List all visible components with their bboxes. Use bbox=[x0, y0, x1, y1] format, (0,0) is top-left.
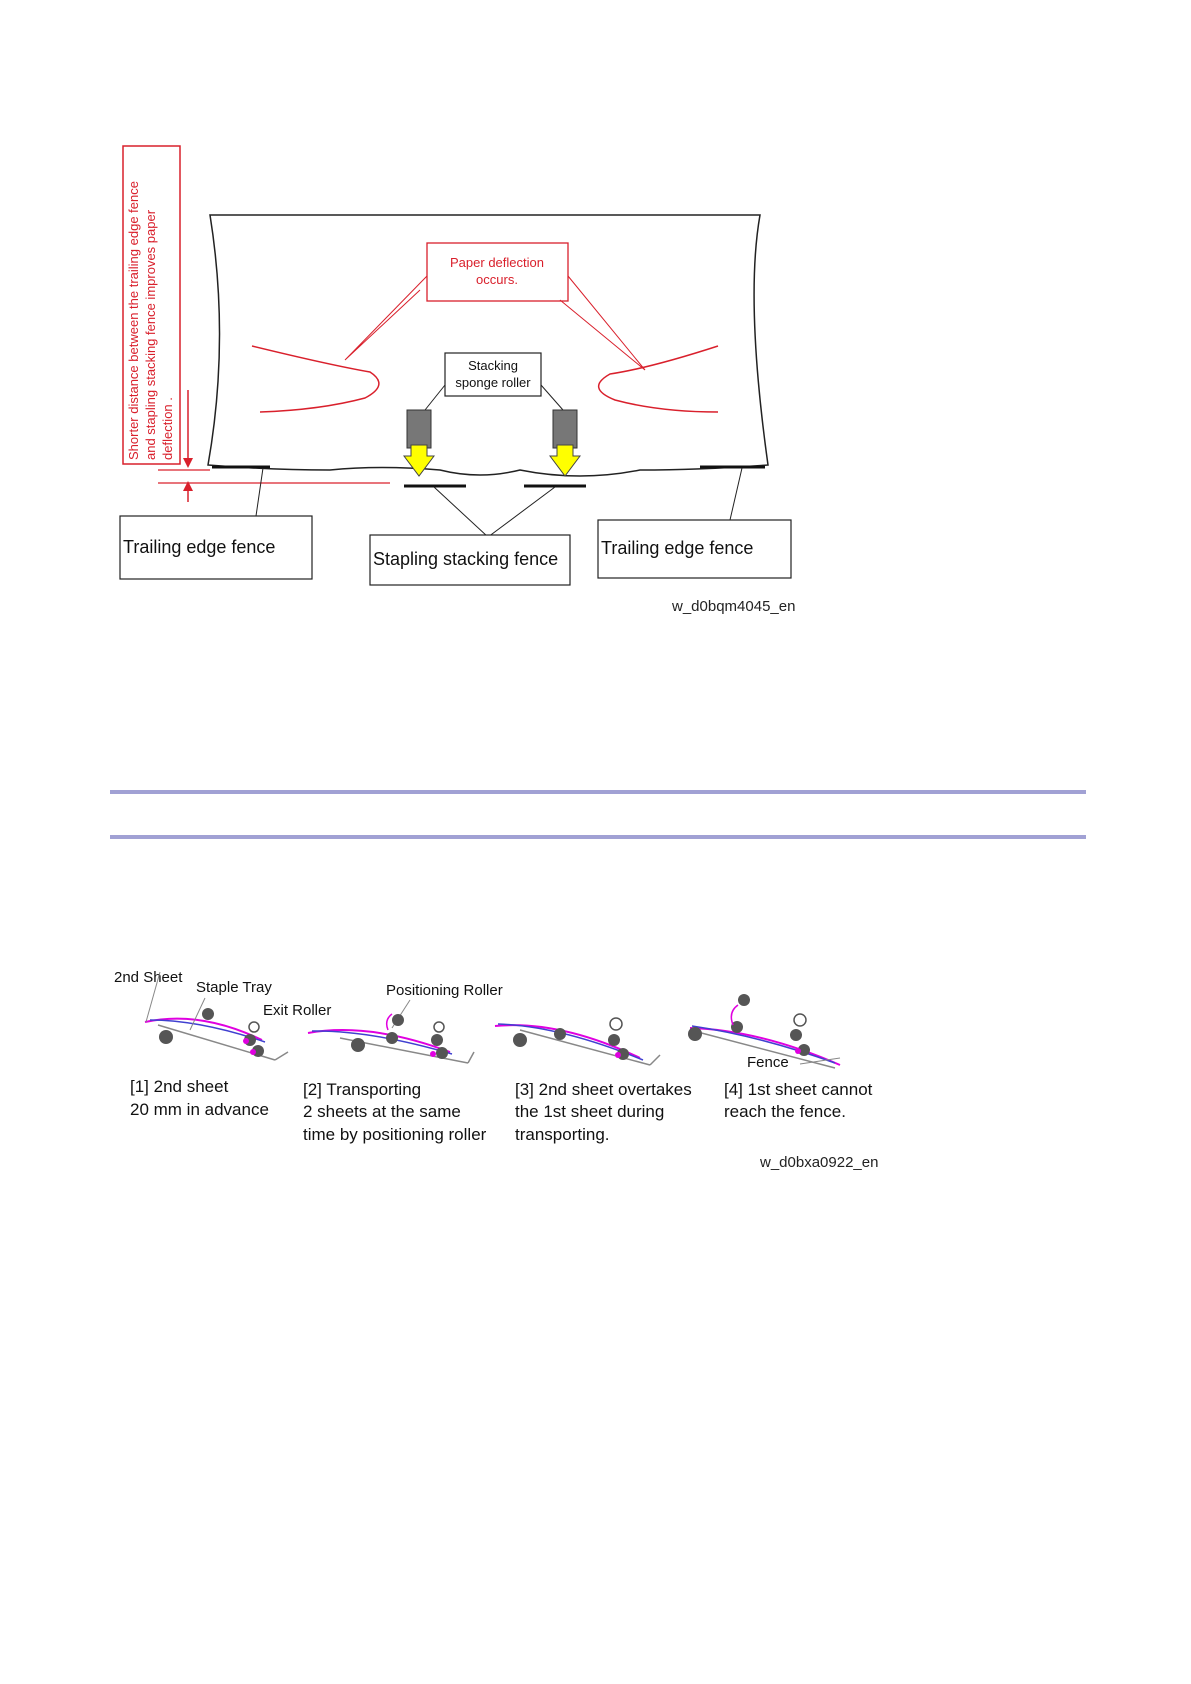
deflection-label-box bbox=[426, 242, 569, 302]
vertical-note-line-2: and stapling stacking fence improves pap… bbox=[143, 209, 158, 460]
stage-4-illustration bbox=[688, 994, 841, 1069]
roller-icon bbox=[248, 1021, 260, 1033]
left-deflection-curve bbox=[251, 345, 380, 413]
center-fence-label-box bbox=[369, 534, 571, 586]
roller-icon bbox=[554, 1028, 566, 1040]
paper-deflection-diagram: Shorter distance between the trailing ed… bbox=[119, 145, 795, 615]
step-3-line-3: transporting. bbox=[515, 1125, 610, 1144]
left-fence-pointer bbox=[255, 467, 264, 517]
sponge-roller-left bbox=[406, 409, 432, 449]
roller-icon bbox=[159, 1030, 173, 1044]
label-exit-roller: Exit Roller bbox=[263, 1002, 331, 1019]
stage-2-illustration bbox=[307, 999, 475, 1064]
sponge-label-line-1: Stacking bbox=[468, 358, 518, 373]
figure2-id: w_d0bxa0922_en bbox=[759, 1154, 878, 1171]
figure1-id: w_d0bqm4045_en bbox=[671, 598, 795, 615]
label-positioning-roller: Positioning Roller bbox=[386, 982, 503, 999]
step-2-line-1: [2] Transporting bbox=[303, 1080, 421, 1099]
sponge-pointer-left bbox=[424, 384, 446, 411]
left-fence-label: Trailing edge fence bbox=[123, 537, 275, 557]
roller-icon bbox=[351, 1038, 365, 1052]
roller-icon bbox=[798, 1044, 810, 1056]
roller-icon bbox=[790, 1029, 802, 1041]
right-fence-label-box bbox=[597, 519, 792, 579]
deflection-pointer-right bbox=[559, 275, 646, 371]
distance-top-arrowhead bbox=[183, 458, 193, 468]
step-4-line-2: reach the fence. bbox=[724, 1102, 846, 1121]
roller-icon bbox=[436, 1047, 448, 1059]
roller-icon bbox=[386, 1032, 398, 1044]
step-3-line-2: the 1st sheet during bbox=[515, 1102, 664, 1121]
right-fence-label: Trailing edge fence bbox=[601, 538, 753, 558]
roller-icon bbox=[609, 1017, 623, 1031]
sponge-pointer-right bbox=[540, 384, 564, 411]
deflection-label-line-1: Paper deflection bbox=[450, 255, 544, 270]
roller-icon bbox=[608, 1034, 620, 1046]
separator-bottom bbox=[110, 835, 1086, 839]
roller-icon bbox=[793, 1013, 807, 1027]
roller-icon bbox=[513, 1033, 527, 1047]
right-deflection-curve bbox=[598, 345, 719, 413]
sheet-transport-diagram: 2nd Sheet Staple Tray Exit Roller Positi… bbox=[114, 969, 878, 1171]
step-3-line-1: [3] 2nd sheet overtakes bbox=[515, 1080, 692, 1099]
paper-stack-outline bbox=[207, 214, 769, 477]
roller-icon bbox=[202, 1008, 214, 1020]
roller-icon bbox=[433, 1021, 445, 1033]
separator-top bbox=[110, 790, 1086, 794]
step-1-line-1: [1] 2nd sheet bbox=[130, 1077, 229, 1096]
deflection-label-line-2: occurs. bbox=[476, 272, 518, 287]
roller-icon bbox=[431, 1034, 443, 1046]
step-4-line-1: [4] 1st sheet cannot bbox=[724, 1080, 873, 1099]
label-2nd-sheet: 2nd Sheet bbox=[114, 969, 183, 986]
stage-1-illustration bbox=[144, 971, 289, 1061]
center-fence-label: Stapling stacking fence bbox=[373, 549, 558, 569]
vertical-note-line-3: deflection . bbox=[160, 397, 175, 460]
vertical-note-line-1: Shorter distance between the trailing ed… bbox=[126, 181, 141, 460]
step-2-line-3: time by positioning roller bbox=[303, 1125, 487, 1144]
sponge-label-line-2: sponge roller bbox=[455, 375, 531, 390]
left-fence-label-box bbox=[119, 515, 313, 580]
roller-icon bbox=[392, 1014, 404, 1026]
step-1-line-2: 20 mm in advance bbox=[130, 1100, 269, 1119]
sponge-label-box bbox=[444, 352, 542, 397]
roller-icon bbox=[738, 994, 750, 1006]
roller-icon bbox=[731, 1021, 743, 1033]
label-staple-tray: Staple Tray bbox=[196, 979, 272, 996]
step-2-line-2: 2 sheets at the same bbox=[303, 1102, 461, 1121]
press-arrow-left bbox=[403, 444, 435, 477]
sponge-roller-right bbox=[552, 409, 578, 449]
right-fence-pointer bbox=[729, 467, 743, 521]
stage-3-illustration bbox=[494, 1017, 661, 1066]
distance-bottom-arrowhead bbox=[183, 481, 193, 491]
press-arrow-right bbox=[549, 444, 581, 477]
roller-icon bbox=[688, 1027, 702, 1041]
label-fence: Fence bbox=[747, 1054, 789, 1071]
deflection-pointer-left bbox=[344, 275, 428, 361]
vertical-note: Shorter distance between the trailing ed… bbox=[126, 181, 175, 460]
